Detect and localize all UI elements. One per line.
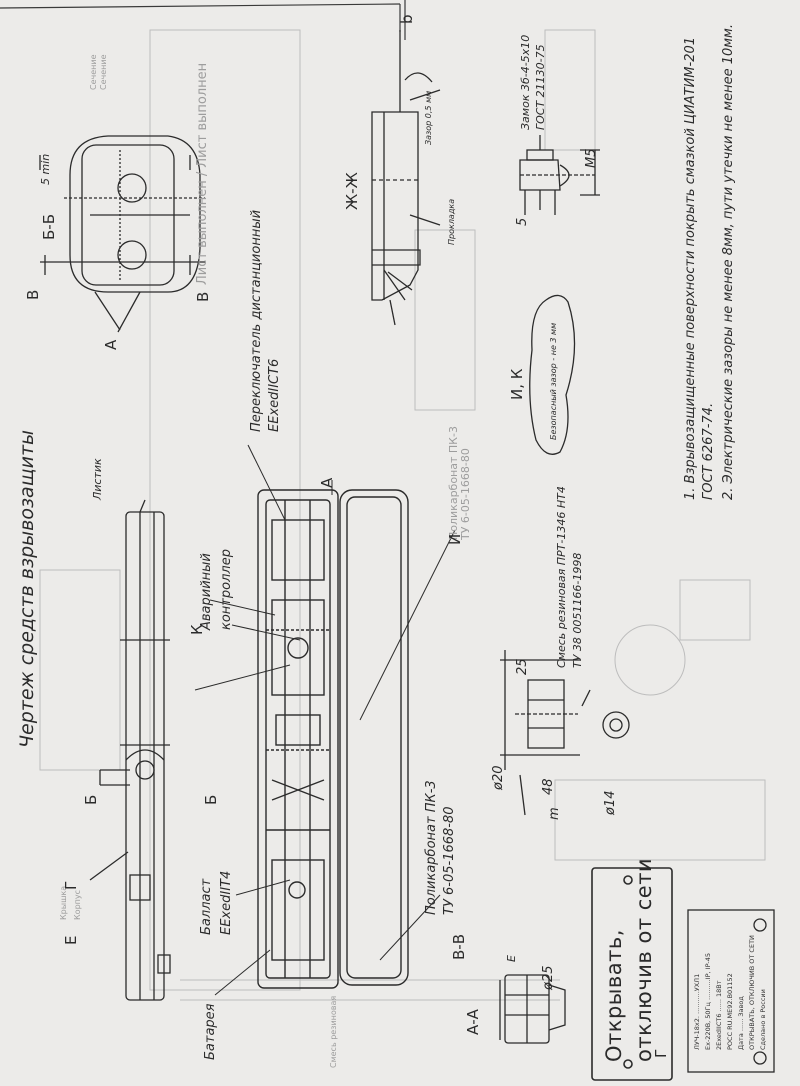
leader-lines <box>194 444 456 996</box>
ghost-text-top-b: Сечение <box>99 54 108 90</box>
zazor-bz-label: Зазор 0,5 мм <box>424 90 433 145</box>
fastener-gost-label: ГОСТ 21130-75 <box>534 44 547 130</box>
drawing-title: Чертеж средств взрывозащиты <box>16 429 38 748</box>
section-mark-v-bottom: В <box>194 291 212 302</box>
section-bb-drawing <box>39 135 205 333</box>
warning-sign-line-2: отключив от сети <box>632 857 656 1062</box>
ghost-text-label: Лист выполнен / Лист выполнен <box>195 62 210 285</box>
warning-sign-line-1: Открывать, <box>602 929 626 1062</box>
ghost-text-top-a: Сечение <box>89 54 98 90</box>
nameplate-line: ОТКРЫВАТЬ, ОТКЛЮЧИВ ОТ СЕТИ <box>748 935 756 1050</box>
dimension-d20: ø20 <box>491 765 506 791</box>
section-mark-v-top: В <box>24 289 42 300</box>
dimension-48: 48 <box>541 778 556 795</box>
section-label-bb: Б-Б <box>40 214 58 240</box>
ghost-text-tu: ТУ 6-05-1668-80 <box>459 448 472 540</box>
tip-label: 5 min <box>39 153 52 185</box>
dimension-d25: ø25 <box>541 965 556 991</box>
section-mark-b-bottom: Б <box>202 794 220 805</box>
section-mark-e: Е <box>62 935 80 945</box>
section-aa-drawing <box>499 974 566 1044</box>
section-mark-b-small: b <box>398 14 416 24</box>
pereklyuchatel-label: Переключатель дистанционный <box>249 209 264 432</box>
nameplate-line: РОСС RU.МЕ92.В01152 <box>726 973 734 1050</box>
section-zhzh-drawing <box>371 30 441 326</box>
nameplate-line: ЛУЧ-18х2. ...........УХЛ1 <box>693 973 701 1050</box>
section-mark-a: А <box>102 339 120 350</box>
section-label-vv: В-В <box>450 934 468 960</box>
cable-gland-drawing <box>500 650 630 816</box>
cover-drawing <box>339 489 409 986</box>
rubber-label: Смесь резиновая ПРТ-1346 НТ4 <box>555 486 568 668</box>
section-label-zhzh: Ж-Ж <box>343 172 361 210</box>
ballast-label: Балласт <box>199 878 214 935</box>
zazor-ik-label: Безопасный зазор - не 3 мм <box>549 322 558 440</box>
nameplate-line: Сделано в России <box>759 989 767 1050</box>
ghost-text-left-c: Смесь резиновая <box>329 995 338 1068</box>
section-mark-i: И <box>446 533 464 545</box>
nameplate-line: Дата ...... Завод <box>737 996 745 1050</box>
section-mark-e-small: Е <box>505 955 518 962</box>
polycarbonate-label: Поликарбонат ПК-3 <box>424 780 439 915</box>
note-2: 2. Электрические зазоры не менее 8мм, пу… <box>721 24 736 500</box>
page-edge-marks <box>0 0 406 40</box>
polycarbonate-tu-label: ТУ 6-05-1668-80 <box>442 806 457 915</box>
gasket-ik-drawing <box>529 294 576 455</box>
dimension-d14: ø14 <box>603 790 618 816</box>
dimension-m5: M5 <box>584 148 599 169</box>
warning-sign-frame <box>591 867 673 1081</box>
section-mark-b-top: Б <box>82 794 100 805</box>
section-mark-k: К <box>188 624 206 635</box>
dimension-m: m <box>547 807 562 820</box>
ghost-text-left-b: Корпус <box>73 889 82 920</box>
fastener-label: Замок 3б-4-5х10 <box>519 34 532 130</box>
gasket-label: Прокладка <box>447 198 456 245</box>
side-view-drawing <box>89 499 171 1001</box>
fastener-detail-drawing <box>519 135 600 215</box>
section-label-ik: И, К <box>508 368 526 400</box>
nameplate-frame <box>687 909 775 1073</box>
listik-label: Листик <box>91 458 104 500</box>
ghost-text-left-a: Крышка <box>59 885 68 920</box>
nameplate-line: Ex-220В, 50Гц ..........IP, IP-45 <box>704 953 712 1050</box>
section-label-aa: А-А <box>464 1009 482 1035</box>
section-mark-g-bottom: Г <box>652 1048 670 1058</box>
nameplate-line: 2ExedIIСТ6 ...... 18Вт <box>715 980 723 1050</box>
note-1-gost: ГОСТ 6267-74. <box>701 402 716 500</box>
bleed-through-ghost-lines <box>39 29 766 1001</box>
section-mark-a-top: А <box>318 477 336 488</box>
dimension-5: 5 <box>515 217 530 226</box>
battery-label: Батарея <box>203 1003 218 1061</box>
avariyny-label: Аварийный <box>199 553 214 630</box>
pereklyuchatel-mark: EExedIICT6 <box>267 358 282 432</box>
section-mark-g: Г <box>62 880 80 890</box>
ghost-text-pk3: Поликарбонат ПК-3 <box>447 426 460 540</box>
ballast-mark: EExedIIT4 <box>219 870 234 935</box>
kontroller-label: контроллер <box>219 549 234 630</box>
note-1: 1. Взрывозащищенные поверхности покрыть … <box>683 36 698 500</box>
dimension-25: 25 <box>515 658 530 675</box>
luminaire-body-drawing <box>257 489 339 989</box>
rubber-tu-label: ТУ 38 0051166-1998 <box>571 552 584 668</box>
